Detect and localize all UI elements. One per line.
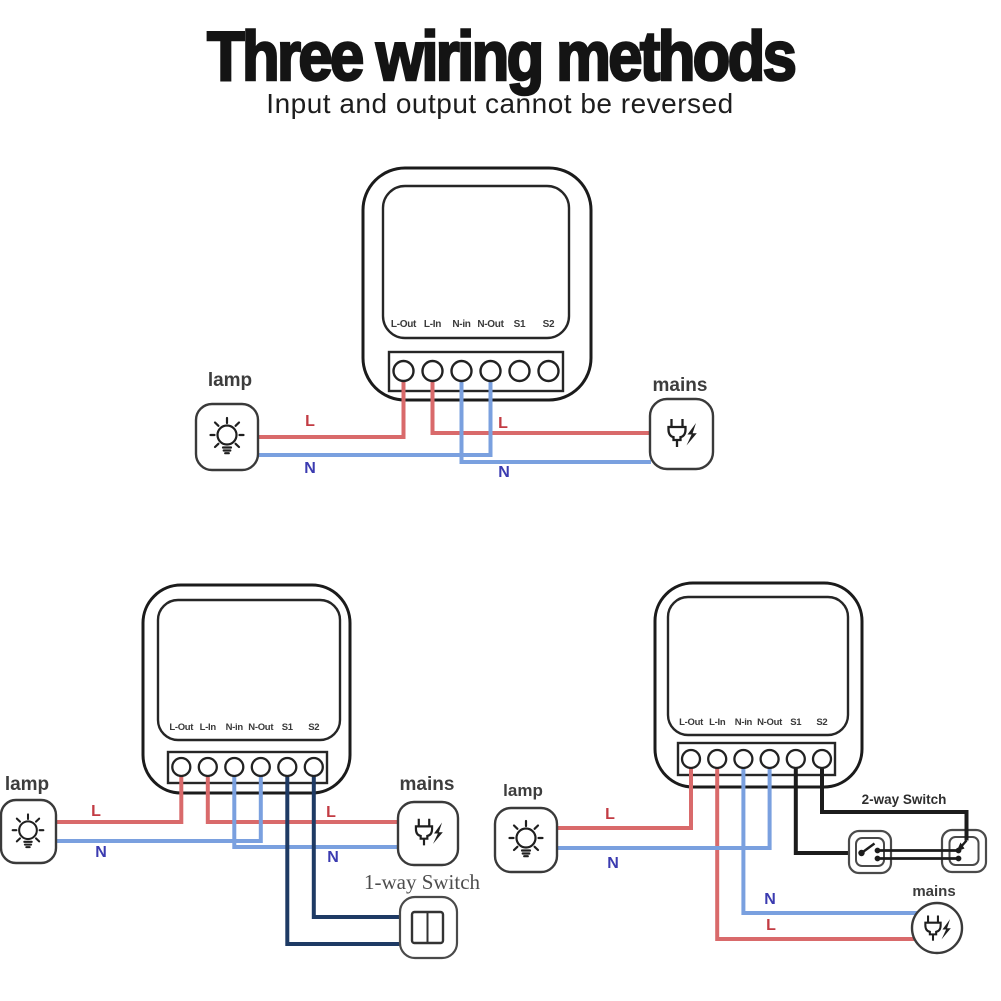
mains-label-top: mains	[652, 375, 708, 396]
lamp-label-br: lamp	[503, 781, 543, 800]
two-way-switch-left-icon	[847, 829, 893, 875]
terminal-label: S2	[308, 722, 320, 733]
terminal-label: L-Out	[679, 717, 703, 728]
lamp-label-top: lamp	[207, 370, 253, 391]
neutral-label-br-left: N	[607, 855, 619, 872]
terminal-circle	[224, 756, 245, 778]
neutral-label-bl-left: N	[95, 844, 107, 861]
lamp-icon-top	[194, 402, 260, 472]
neutral-label-bl-right: N	[327, 849, 339, 866]
terminal-label: L-In	[199, 722, 217, 733]
wires-top	[258, 371, 651, 464]
wire-s1-switch-bl	[285, 767, 401, 946]
wires-bottom-left	[56, 767, 401, 946]
terminal-circle	[197, 756, 218, 778]
live-label-br-right: L	[766, 917, 776, 934]
terminal-label: L-Out	[169, 722, 194, 733]
module-bottom-right	[653, 581, 864, 789]
page-subtitle: Input and output cannot be reversed	[266, 88, 734, 119]
wire-neutral-mains-top	[459, 371, 651, 464]
two-way-switch-label: 2-way Switch	[861, 792, 947, 807]
page-title-wrap: Three wiring methods	[0, 16, 1001, 97]
wire-s1-switch-br	[793, 759, 862, 855]
one-way-switch-label: 1-way Switch	[363, 870, 481, 894]
terminal-label: N-in	[734, 717, 753, 728]
live-label-bl-right: L	[326, 804, 336, 821]
terminal-circle	[171, 756, 192, 778]
wire-neutral-mains-bl	[232, 767, 399, 849]
wire-neutral-mains-br	[741, 759, 917, 915]
terminal-circle	[759, 748, 780, 770]
terminal-labels-br: L-Out L-In N-in N-Out S1 S2	[678, 717, 835, 728]
terminal-label: S2	[816, 717, 828, 728]
neutral-label-br-right: N	[764, 891, 776, 908]
terminal-circle	[277, 756, 298, 778]
module-bottom-left	[141, 583, 352, 795]
terminal-circle	[392, 359, 415, 383]
wire-live-mains-bl	[205, 767, 399, 824]
wire-live-lamp-bl	[56, 767, 184, 824]
terminal-circle	[450, 359, 473, 383]
wire-live-lamp-br	[557, 759, 693, 830]
terminals-bottom-right	[680, 748, 833, 770]
two-way-switch-right-icon	[940, 828, 988, 874]
lamp-icon-bl	[0, 798, 58, 865]
terminal-circle	[479, 359, 502, 383]
wire-neutral-lamp-br	[557, 759, 772, 850]
terminal-circle	[250, 756, 271, 778]
neutral-label-top-left: N	[304, 460, 316, 477]
mains-icon-br	[910, 901, 964, 955]
terminal-circle	[537, 359, 560, 383]
terminal-label: N-Out	[248, 722, 274, 733]
terminal-label: L-In	[709, 717, 726, 728]
two-way-switch-schematic	[822, 810, 969, 862]
live-label-top-right: L	[498, 415, 508, 432]
mains-icon-top	[648, 397, 715, 471]
terminal-label: S1	[790, 717, 802, 728]
terminals-top	[392, 359, 560, 383]
terminal-label: L-In	[423, 319, 442, 330]
wire-live-lamp-top	[258, 371, 406, 439]
terminal-label: S1	[281, 722, 293, 733]
terminal-circle	[303, 756, 324, 778]
terminal-label: N-Out	[757, 717, 783, 728]
module-top	[361, 166, 593, 402]
one-way-switch-icon	[398, 895, 459, 960]
terminal-circle	[785, 748, 806, 770]
terminal-label: S1	[513, 319, 526, 330]
wire-s2-switch-bl	[311, 767, 401, 919]
terminal-circle	[733, 748, 754, 770]
terminal-label: S2	[542, 319, 555, 330]
terminal-labels-top: L-Out L-In N-in N-Out S1 S2	[389, 319, 563, 330]
live-label-bl-left: L	[91, 803, 101, 820]
live-label-top-left: L	[305, 413, 315, 430]
terminal-labels-bl: L-Out L-In N-in N-Out S1 S2	[168, 722, 327, 733]
terminal-label: N-Out	[477, 319, 504, 330]
terminal-circle	[421, 359, 444, 383]
lamp-icon-br	[493, 806, 559, 874]
wire-neutral-lamp-top	[258, 371, 493, 457]
terminal-circle	[811, 748, 833, 770]
mains-label-bl: mains	[399, 774, 455, 795]
terminal-label: N-in	[452, 319, 471, 330]
page-title: Three wiring methods	[206, 16, 798, 97]
wire-neutral-lamp-bl	[56, 767, 263, 843]
wire-live-mains-br	[715, 759, 914, 941]
neutral-label-top-right: N	[498, 464, 510, 481]
mains-label-br: mains	[912, 883, 956, 900]
terminal-circle	[707, 748, 728, 770]
live-label-br-left: L	[605, 806, 615, 823]
terminal-circle	[680, 748, 702, 770]
mains-icon-bl	[396, 800, 460, 867]
terminals-bottom-left	[171, 756, 324, 778]
wire-live-mains-top	[430, 371, 651, 435]
terminal-label: L-Out	[390, 319, 417, 330]
terminal-circle	[508, 359, 531, 383]
terminal-label: N-in	[225, 722, 244, 733]
lamp-label-bl: lamp	[4, 774, 50, 795]
